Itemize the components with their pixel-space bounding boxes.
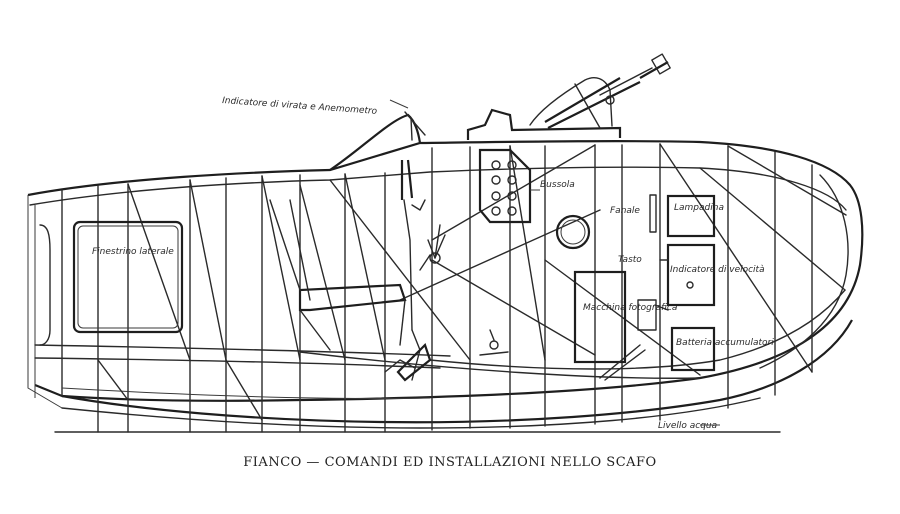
side-window: Finestrino laterale xyxy=(72,220,184,334)
battery-label: Batteria accumulatori xyxy=(676,338,774,348)
hull-bracing xyxy=(97,143,847,421)
pilot-seat xyxy=(269,199,407,351)
hand-lever xyxy=(479,329,509,356)
water-line-label: Livello acqua xyxy=(658,421,717,431)
lamp-label: Lampadina xyxy=(674,203,724,213)
key-label: Tasto xyxy=(618,255,642,265)
equipment-rack: Fanale Tasto Lampadina Indicatore di vel… xyxy=(610,194,774,372)
gun-mount xyxy=(466,53,671,140)
porthole xyxy=(555,214,591,250)
side-window-label: Finestrino laterale xyxy=(92,247,174,257)
indicator-callout: Indicatore di virata e Anemometro xyxy=(222,96,409,117)
hull-stringers xyxy=(34,289,846,400)
indicator-label: Indicatore di virata e Anemometro xyxy=(222,96,378,117)
compass-label: Bussola xyxy=(540,180,575,190)
camera-box: Macchina fotografica xyxy=(573,270,677,381)
water-line-callout: Livello acqua xyxy=(658,421,720,431)
hull-outline xyxy=(27,140,864,433)
control-column xyxy=(384,159,446,382)
diagram-caption: FIANCO — COMANDI ED INSTALLAZIONI NELLO … xyxy=(243,455,657,470)
windshield xyxy=(329,111,426,171)
camera-label-part: Macchina fotografica xyxy=(583,303,677,313)
rear-bulkhead xyxy=(39,224,51,346)
headlight-label: Fanale xyxy=(610,206,640,216)
speed-indicator-label: Indicatore di velocità xyxy=(670,265,765,275)
instrument-panel: Bussola xyxy=(478,148,575,224)
